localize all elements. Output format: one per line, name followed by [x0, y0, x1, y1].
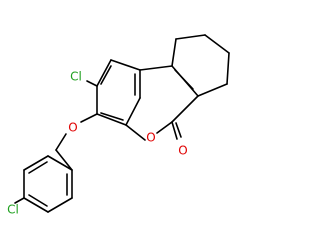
bond — [171, 95, 199, 123]
bond — [156, 121, 173, 134]
bond — [55, 149, 73, 171]
bond — [125, 124, 146, 141]
bond — [23, 155, 49, 171]
bond — [14, 197, 25, 204]
carbonyl-oxygen-label: O — [178, 144, 187, 158]
ether-oxygen-label: O — [68, 121, 77, 135]
bond — [197, 83, 228, 97]
atom-labels: Cl O O O Cl — [7, 70, 188, 217]
bond — [23, 197, 49, 213]
bond — [47, 155, 73, 171]
chlorine-label: Cl — [7, 203, 19, 217]
bond — [204, 34, 230, 54]
chemical-structure-diagram: Cl O O O Cl — [7, 34, 230, 217]
bond — [175, 34, 206, 40]
bond — [55, 133, 67, 151]
bond — [171, 121, 178, 140]
bond — [47, 197, 73, 213]
bond — [28, 161, 48, 174]
bond — [96, 113, 127, 126]
bond — [96, 59, 112, 87]
bond — [171, 38, 177, 67]
bond — [139, 65, 173, 71]
bond — [226, 52, 230, 85]
bond — [175, 122, 182, 138]
bond — [28, 194, 48, 207]
bond — [174, 69, 194, 90]
bond — [100, 112, 124, 121]
bond — [110, 59, 141, 71]
chlorine-label: Cl — [70, 70, 82, 84]
bonds — [14, 34, 230, 213]
bond — [86, 80, 98, 87]
bond — [100, 65, 112, 85]
ring-oxygen-label: O — [146, 131, 155, 145]
bond — [80, 113, 98, 123]
bond — [125, 97, 141, 126]
